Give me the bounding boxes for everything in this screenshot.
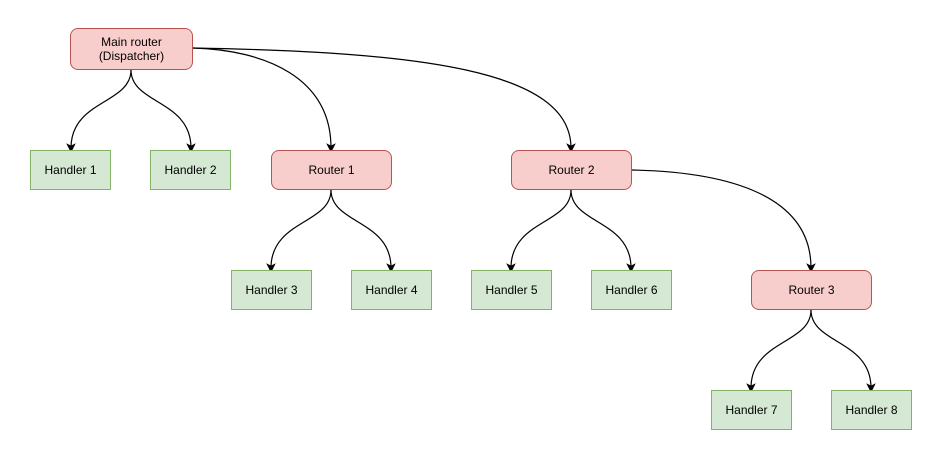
node-handler-2[interactable]: Handler 2 (150, 150, 231, 190)
node-handler-3[interactable]: Handler 3 (231, 270, 312, 310)
edge-main-router-to-handler-2 (130, 69, 196, 153)
edge-main-router-to-router-1 (192, 47, 336, 153)
node-handler-4[interactable]: Handler 4 (351, 270, 432, 310)
edge-router-2-to-handler-5 (506, 189, 572, 273)
edge-main-router-to-router-2 (192, 47, 576, 153)
node-label-router-3: Router 3 (788, 283, 835, 297)
node-label-handler-4: Handler 4 (365, 283, 418, 297)
node-label-handler-3: Handler 3 (245, 283, 298, 297)
node-label-main-router: Main router (Dispatcher) (98, 35, 165, 63)
node-handler-1[interactable]: Handler 1 (30, 150, 111, 190)
node-label-handler-7: Handler 7 (725, 403, 778, 417)
node-handler-6[interactable]: Handler 6 (591, 270, 672, 310)
node-router-2[interactable]: Router 2 (511, 150, 632, 190)
node-router-1[interactable]: Router 1 (271, 150, 392, 190)
edges-group (66, 47, 876, 393)
edge-router-2-to-handler-6 (570, 189, 636, 273)
node-router-3[interactable]: Router 3 (751, 270, 872, 310)
node-label-router-2: Router 2 (548, 163, 595, 177)
node-label-router-1: Router 1 (308, 163, 355, 177)
node-label-handler-5: Handler 5 (485, 283, 538, 297)
node-label-handler-2: Handler 2 (164, 163, 217, 177)
node-main-router[interactable]: Main router (Dispatcher) (70, 28, 193, 70)
node-handler-7[interactable]: Handler 7 (711, 390, 792, 430)
edge-router-3-to-handler-7 (746, 309, 812, 393)
edge-router-1-to-handler-4 (330, 189, 396, 273)
node-label-handler-1: Handler 1 (44, 163, 97, 177)
node-label-handler-8: Handler 8 (845, 403, 898, 417)
edge-router-2-to-router-3 (631, 169, 816, 273)
node-handler-8[interactable]: Handler 8 (831, 390, 912, 430)
edge-router-3-to-handler-8 (810, 309, 876, 393)
edge-router-1-to-handler-3 (266, 189, 332, 273)
node-label-handler-6: Handler 6 (605, 283, 658, 297)
node-handler-5[interactable]: Handler 5 (471, 270, 552, 310)
edge-main-router-to-handler-1 (66, 69, 132, 153)
